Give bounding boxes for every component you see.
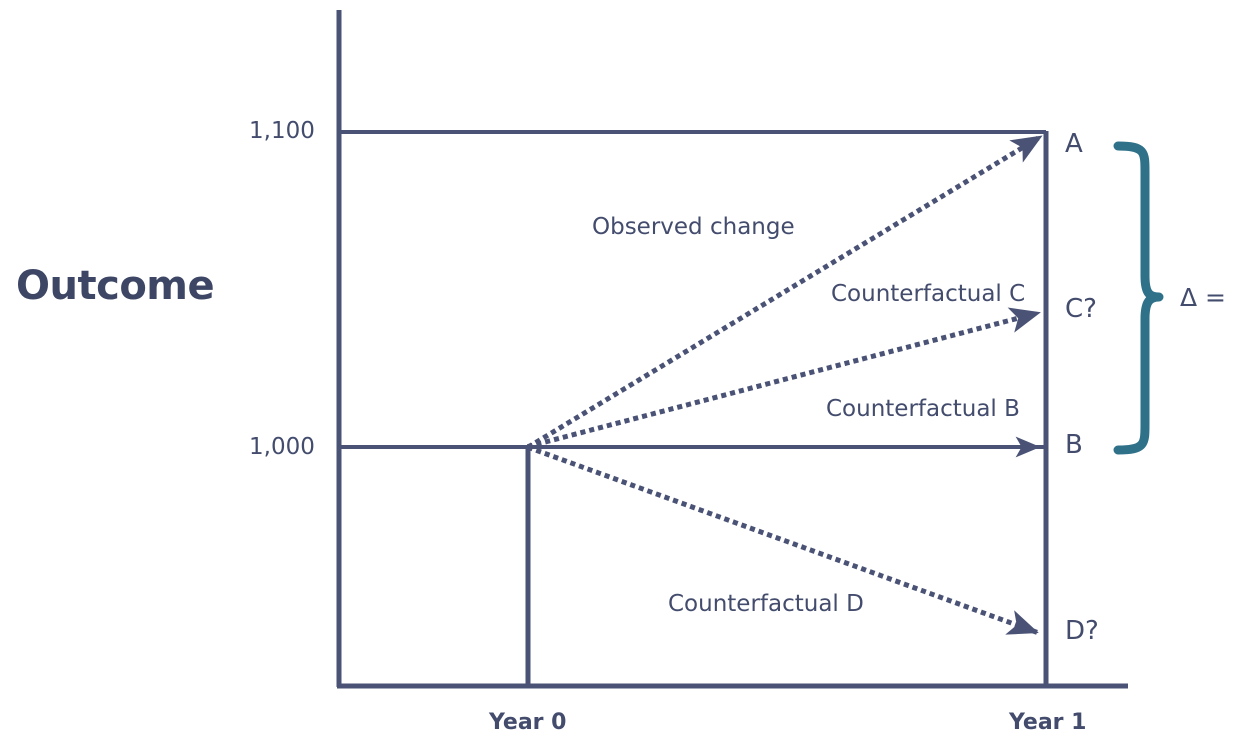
y-tick-label-1100: 1,100	[249, 118, 315, 144]
series-line-counterfactual-d	[526, 444, 1040, 636]
delta-label: Δ =	[1180, 283, 1226, 312]
annotation-counterfactual-c: Counterfactual C	[831, 281, 1026, 307]
annotation-counterfactual-b: Counterfactual B	[826, 396, 1020, 422]
y-tick-label-1000: 1,000	[249, 434, 315, 460]
series-line-observed-change	[526, 133, 1044, 450]
endpoint-label-d: D?	[1065, 616, 1099, 646]
delta-brace	[1113, 141, 1164, 455]
y-axis-title: Outcome	[16, 263, 215, 309]
series-line-counterfactual-c	[526, 307, 1042, 450]
endpoint-label-a: A	[1065, 129, 1083, 159]
x-tick-label-year0: Year 0	[489, 710, 567, 735]
x-tick-label-year1: Year 1	[1009, 710, 1087, 735]
endpoint-label-b: B	[1065, 430, 1083, 460]
annotation-observed-change: Observed change	[592, 214, 795, 240]
annotation-counterfactual-d: Counterfactual D	[668, 591, 864, 617]
endpoint-label-c: C?	[1065, 294, 1097, 324]
